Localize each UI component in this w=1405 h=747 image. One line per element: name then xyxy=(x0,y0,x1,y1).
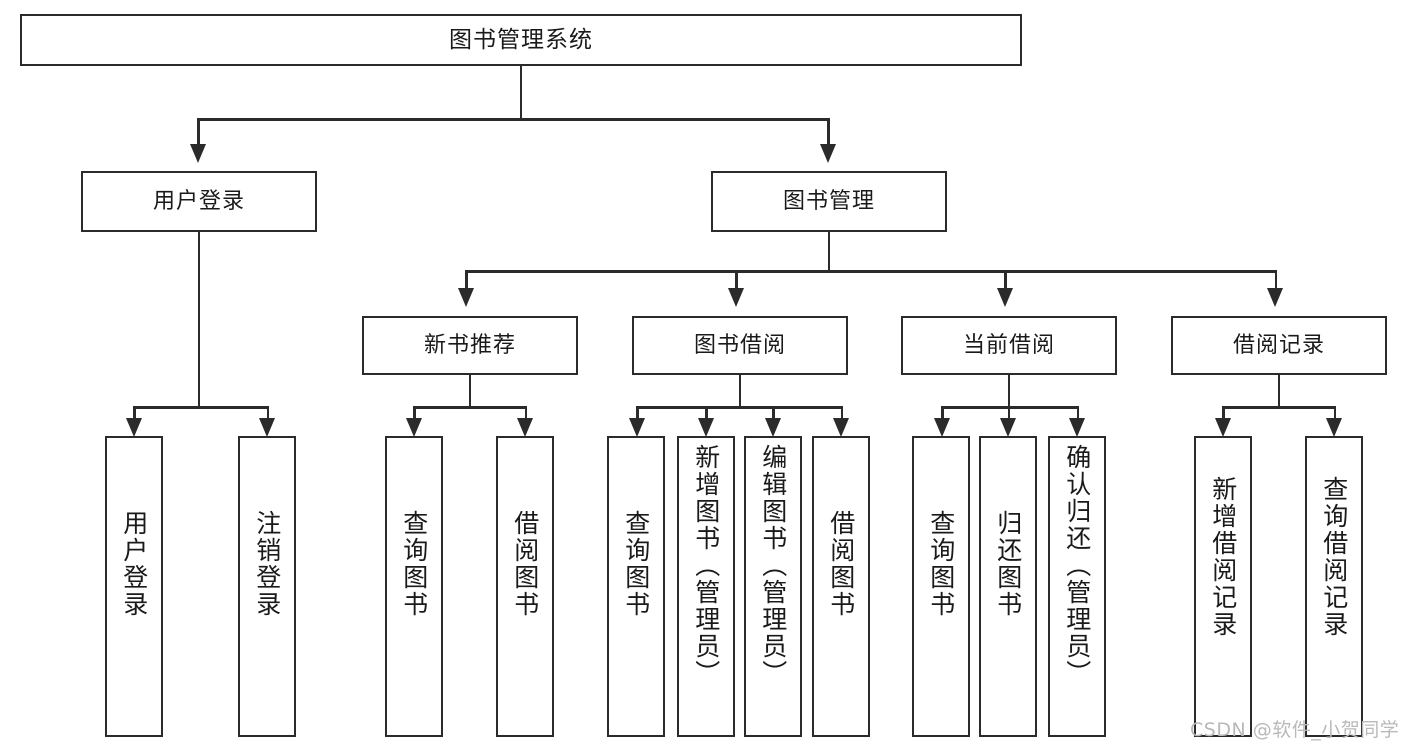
node-label: 借阅记录 xyxy=(1232,332,1325,358)
leaf-label: 查询图书 xyxy=(621,510,651,618)
node-label: 用户登录 xyxy=(152,188,245,214)
arrow-to-leaf-query-book-bb xyxy=(629,418,645,437)
arrow-to-leaf-logout xyxy=(259,418,275,437)
arrow-to-book-borrow xyxy=(728,288,744,307)
leaf-label: 新增图书（管理员） xyxy=(691,444,721,687)
arrow-to-leaf-confirm-return xyxy=(1069,418,1085,437)
connector-book-borrow-bus xyxy=(636,406,843,409)
leaf-label: 查询图书 xyxy=(926,510,956,618)
connector-new-book-drop-2 xyxy=(524,406,527,420)
connector-borrow-record-drop-2 xyxy=(1333,406,1336,420)
connector-current-borrow-drop-2 xyxy=(1007,406,1010,420)
connector-level3-bus xyxy=(465,270,1277,273)
leaf-label: 查询借阅记录 xyxy=(1319,476,1349,638)
connector-level3-drop-3 xyxy=(1004,270,1007,288)
node-current-borrow[interactable]: 当前借阅 xyxy=(901,316,1117,375)
arrow-to-leaf-borrow-book-bb xyxy=(833,418,849,437)
connector-book-borrow-drop-2 xyxy=(705,406,708,420)
connector-current-borrow-bus xyxy=(941,406,1079,409)
connector-user-login-drop-1 xyxy=(133,406,136,420)
arrow-to-book-management xyxy=(820,144,836,163)
connector-book-management-stem xyxy=(827,232,830,270)
arrow-to-leaf-return-book xyxy=(1000,418,1016,437)
node-label: 图书管理 xyxy=(782,188,875,214)
leaf-user-login[interactable]: 用户登录 xyxy=(105,436,163,737)
leaf-label: 注销登录 xyxy=(252,510,282,618)
node-book-management[interactable]: 图书管理 xyxy=(711,171,947,232)
connector-user-login-stem xyxy=(197,232,200,406)
leaf-label: 编辑图书（管理员） xyxy=(758,444,788,687)
leaf-label: 确认归还（管理员） xyxy=(1062,444,1092,687)
connector-book-borrow-drop-3 xyxy=(772,406,775,420)
arrow-to-leaf-query-record xyxy=(1326,418,1342,437)
connector-book-borrow-drop-4 xyxy=(840,406,843,420)
connector-new-book-drop-1 xyxy=(413,406,416,420)
arrow-to-leaf-query-book-nb xyxy=(406,418,422,437)
connector-book-borrow-drop-1 xyxy=(636,406,639,420)
connector-current-borrow-drop-1 xyxy=(941,406,944,420)
arrow-to-leaf-user-login xyxy=(126,418,142,437)
connector-user-login-drop-2 xyxy=(266,406,269,420)
leaf-query-book-recommend[interactable]: 查询图书 xyxy=(385,436,443,737)
arrow-to-new-book-recommend xyxy=(458,288,474,307)
connector-user-login-bus xyxy=(133,406,269,409)
node-label: 新书推荐 xyxy=(423,332,516,358)
leaf-label: 借阅图书 xyxy=(510,510,540,618)
connector-borrow-record-stem xyxy=(1277,375,1280,406)
arrow-to-leaf-edit-book xyxy=(765,418,781,437)
connector-current-borrow-stem xyxy=(1007,375,1010,406)
leaf-confirm-return-admin[interactable]: 确认归还（管理员） xyxy=(1048,436,1106,737)
connector-new-book-stem xyxy=(468,375,471,406)
node-root-book-management-system[interactable]: 图书管理系统 xyxy=(20,14,1022,66)
leaf-add-book-admin[interactable]: 新增图书（管理员） xyxy=(677,436,735,737)
connector-level2-bus xyxy=(197,118,829,121)
leaf-query-book-current[interactable]: 查询图书 xyxy=(912,436,970,737)
leaf-return-book[interactable]: 归还图书 xyxy=(979,436,1037,737)
connector-level3-drop-2 xyxy=(735,270,738,288)
node-book-borrow[interactable]: 图书借阅 xyxy=(632,316,848,375)
leaf-label: 用户登录 xyxy=(119,510,149,618)
leaf-label: 新增借阅记录 xyxy=(1208,476,1238,638)
leaf-add-borrow-record[interactable]: 新增借阅记录 xyxy=(1194,436,1252,737)
leaf-label: 借阅图书 xyxy=(826,510,856,618)
connector-new-book-bus xyxy=(413,406,527,409)
connector-book-borrow-stem xyxy=(738,375,741,406)
leaf-borrow-book-recommend[interactable]: 借阅图书 xyxy=(496,436,554,737)
arrow-to-current-borrow xyxy=(997,288,1013,307)
node-label: 图书借阅 xyxy=(693,332,786,358)
arrow-to-leaf-borrow-book-nb xyxy=(517,418,533,437)
leaf-edit-book-admin[interactable]: 编辑图书（管理员） xyxy=(744,436,802,737)
connector-borrow-record-bus xyxy=(1222,406,1336,409)
connector-current-borrow-drop-3 xyxy=(1076,406,1079,420)
connector-borrow-record-drop-1 xyxy=(1222,406,1225,420)
leaf-borrow-book-borrow[interactable]: 借阅图书 xyxy=(812,436,870,737)
connector-level2-drop-2 xyxy=(827,118,830,144)
arrow-to-leaf-query-book-cb xyxy=(934,418,950,437)
leaf-query-borrow-record[interactable]: 查询借阅记录 xyxy=(1305,436,1363,737)
leaf-query-book-borrow[interactable]: 查询图书 xyxy=(607,436,665,737)
leaf-label: 归还图书 xyxy=(993,510,1023,618)
arrow-to-user-login xyxy=(190,144,206,163)
connector-level2-drop-1 xyxy=(197,118,200,144)
node-label: 当前借阅 xyxy=(962,332,1055,358)
arrow-to-leaf-add-book xyxy=(698,418,714,437)
connector-level3-drop-4 xyxy=(1274,270,1277,288)
leaf-label: 查询图书 xyxy=(399,510,429,618)
connector-level3-drop-1 xyxy=(465,270,468,288)
node-label: 图书管理系统 xyxy=(449,26,593,53)
node-user-login[interactable]: 用户登录 xyxy=(81,171,317,232)
node-borrow-record[interactable]: 借阅记录 xyxy=(1171,316,1387,375)
node-new-book-recommend[interactable]: 新书推荐 xyxy=(362,316,578,375)
leaf-logout[interactable]: 注销登录 xyxy=(238,436,296,737)
arrow-to-borrow-record xyxy=(1267,288,1283,307)
connector-root-stem xyxy=(519,66,522,118)
arrow-to-leaf-add-record xyxy=(1215,418,1231,437)
